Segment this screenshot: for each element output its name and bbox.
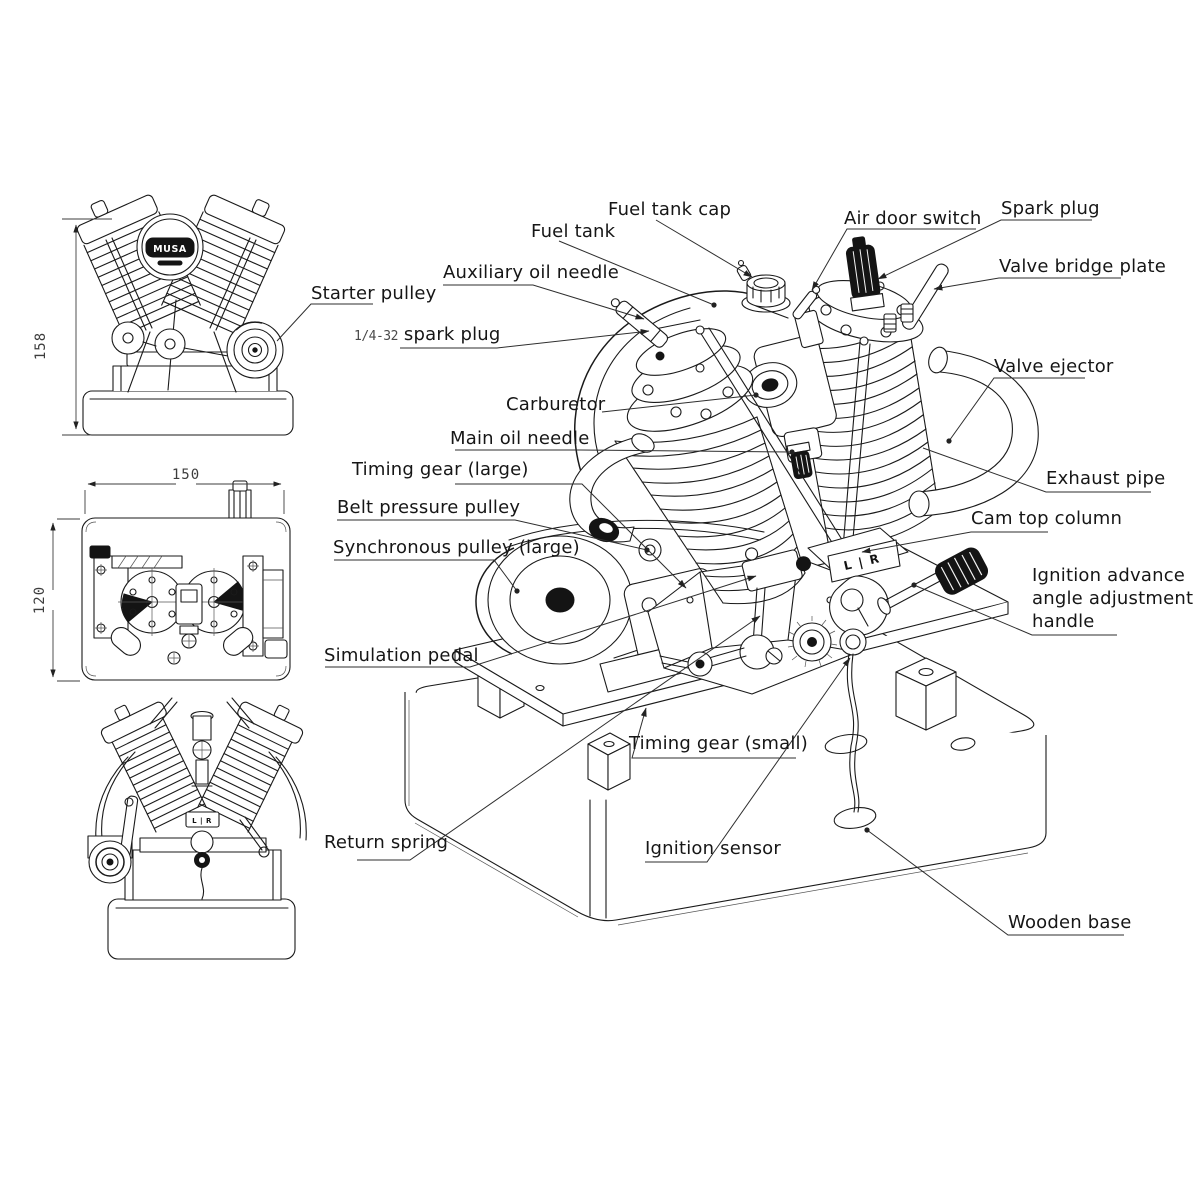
label-auxiliary-oil-needle: Auxiliary oil needle [443,262,619,283]
label-exhaust-pipe: Exhaust pipe [1046,468,1166,489]
label-ignition-advance-handle: Ignition advance angle adjustment handle [1032,565,1194,632]
label-valve-bridge-plate: Valve bridge plate [999,256,1167,277]
dimension-150: 150 [172,467,200,483]
push-rods [695,325,871,553]
label-synchronous-pulley-large: Synchronous pulley (large) [333,537,580,558]
label-simulation-pedal: Simulation pedal [324,645,479,666]
label-fuel-tank: Fuel tank [531,221,616,242]
ignition-sensor-drawing [839,628,867,813]
top-view: 150 120 [32,467,291,682]
dimension-158: 158 [33,332,49,360]
belt-pressure-pulley-drawing [638,538,662,562]
label-ignition-sensor: Ignition sensor [645,838,781,859]
valve-springs [883,303,914,333]
timing-gear-small-drawing [787,616,838,668]
label-wooden-base: Wooden base [1008,912,1132,933]
starter-pulley-drawing [226,321,284,379]
label-quarter32-spark-plug: 1/4-32 spark plug [354,324,501,347]
main-isometric-view: L | R [404,236,1047,926]
width-dimension: 150 [84,467,285,514]
dimension-120: 120 [32,586,48,614]
label-air-door-switch: Air door switch [844,208,982,229]
fuel-tank-drawing [574,259,791,479]
left-exhaust [569,433,655,543]
fuel-tank-cap-drawing [736,259,786,308]
leader-lines [276,219,1151,936]
label-quarter32-spark-plug-text: spark plug [403,324,501,345]
spark-plug-drawing [845,236,885,312]
musa-badge-text: MUSA [153,244,187,255]
front-view: MUSA 158 [33,194,294,436]
height-dimension: 158 [33,218,112,436]
cam-box: L | R [787,527,909,668]
label-thread-size: 1/4-32 [354,329,398,344]
valve-bridge-plate-drawing [901,263,949,330]
carburetor-drawing [742,285,837,480]
depth-dimension: 120 [32,518,80,682]
label-carburetor: Carburetor [506,394,606,415]
lr-marking-rear: L | R [192,817,212,826]
synchronous-pulley-drawing [475,519,781,667]
simulation-pedal-drawing [659,547,811,677]
label-spark-plug: Spark plug [1001,198,1100,219]
label-timing-gear-large: Timing gear (large) [352,459,529,480]
ignition-advance-handle-drawing [877,547,989,615]
label-fuel-tank-cap: Fuel tank cap [608,199,732,220]
label-timing-gear-small: Timing gear (small) [629,733,808,754]
label-belt-pressure-pulley: Belt pressure pulley [337,497,521,518]
label-cam-top-column: Cam top column [971,508,1123,529]
left-cylinder [610,298,806,605]
rear-view: L | R [87,697,307,960]
auxiliary-oil-needle-drawing [610,298,669,348]
label-starter-pulley: Starter pulley [311,283,437,304]
label-main-oil-needle: Main oil needle [450,428,590,449]
label-return-spring: Return spring [324,832,449,853]
exhaust-pipe-drawing [908,346,1039,518]
label-valve-ejector: Valve ejector [994,356,1114,377]
